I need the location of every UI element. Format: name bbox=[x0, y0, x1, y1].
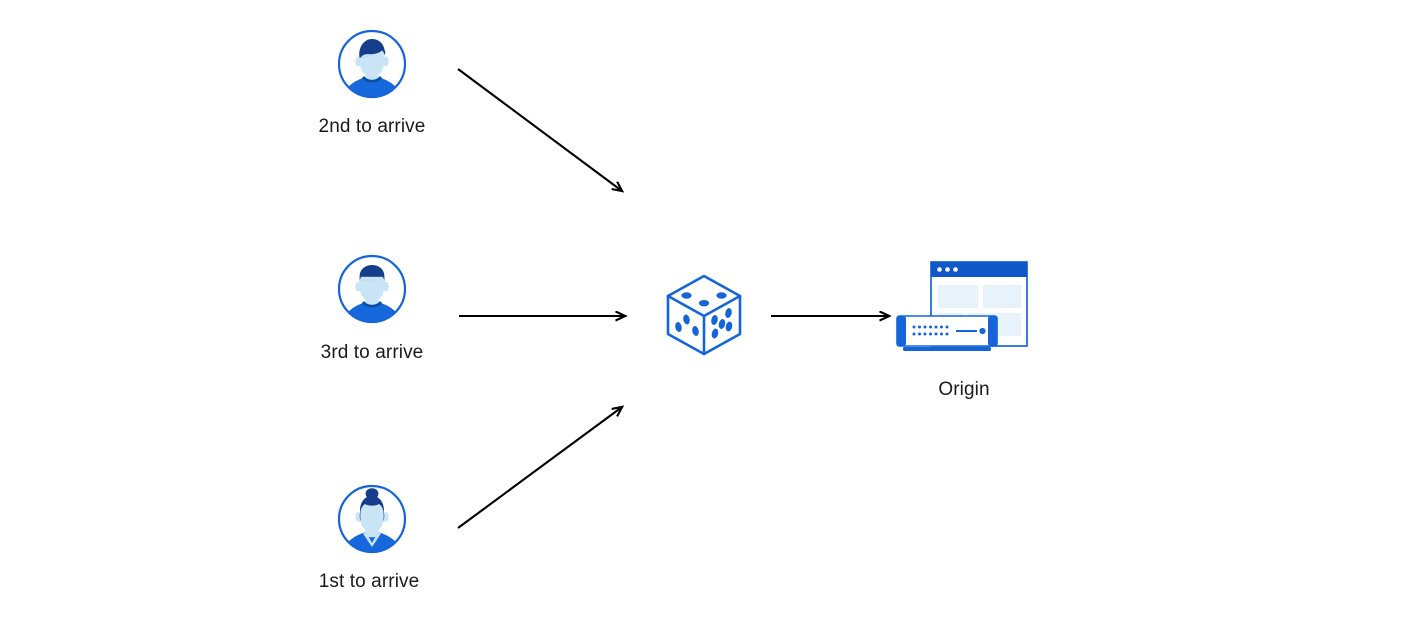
user-avatar-icon bbox=[336, 28, 408, 100]
arrow-1st-to-dice bbox=[457, 407, 622, 529]
node-client-1st bbox=[336, 483, 408, 555]
user-avatar-icon bbox=[336, 483, 408, 555]
origin-server-icon bbox=[893, 256, 1038, 366]
node-label-client-3rd: 3rd to arrive bbox=[320, 342, 424, 363]
node-label-client-1st: 1st to arrive bbox=[318, 571, 420, 592]
node-origin bbox=[893, 256, 1038, 366]
node-label-origin: Origin bbox=[938, 379, 990, 400]
user-avatar-icon bbox=[336, 253, 408, 325]
server-device bbox=[896, 315, 998, 351]
node-label-client-2nd: 2nd to arrive bbox=[318, 116, 426, 137]
dice-icon bbox=[658, 268, 750, 360]
node-randomizer bbox=[658, 268, 750, 360]
node-client-2nd bbox=[336, 28, 408, 100]
node-client-3rd bbox=[336, 253, 408, 325]
